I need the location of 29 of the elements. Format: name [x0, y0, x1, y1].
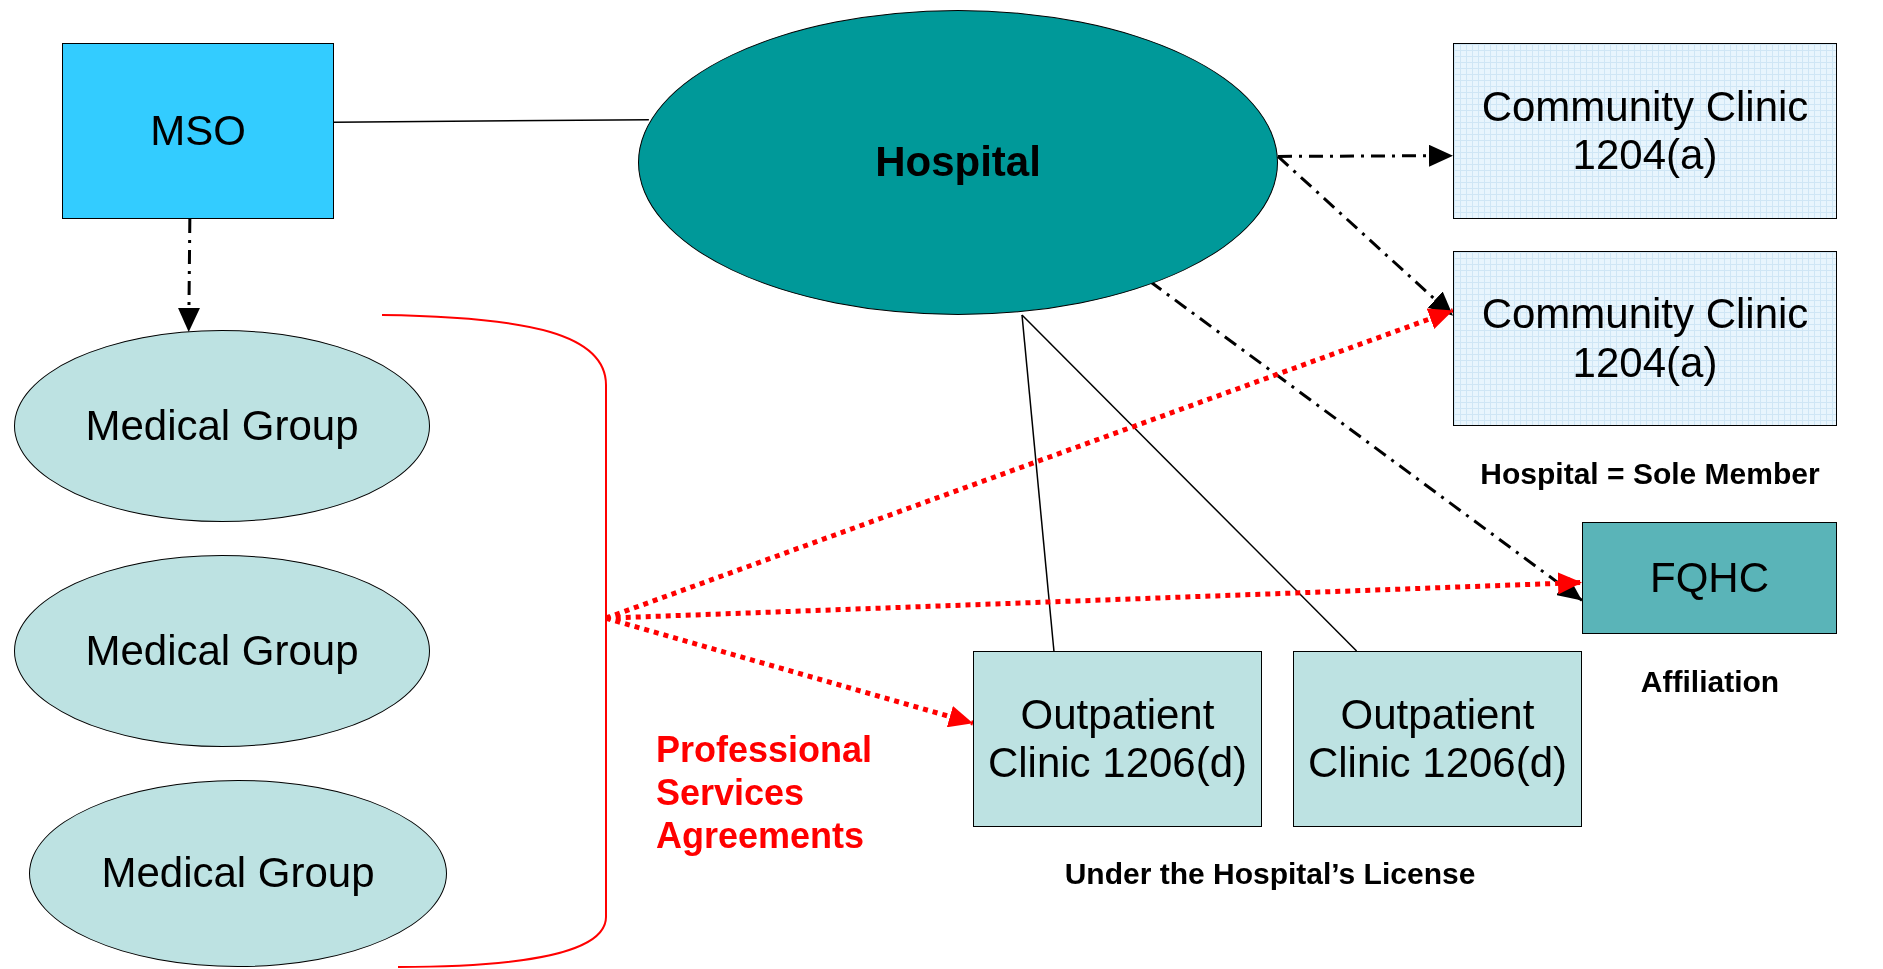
process-box [62, 43, 334, 219]
node-label: MSO [150, 106, 246, 156]
annotation-text: Professional Services Agreements [656, 728, 874, 858]
process-box [1453, 43, 1837, 219]
process-box [1453, 251, 1837, 426]
bracket [382, 315, 608, 967]
process-box [973, 651, 1262, 827]
node-label: Medical Group [85, 626, 359, 676]
process-box [1293, 651, 1582, 827]
arrow [1278, 144, 1453, 167]
node-label: Outpatient Clinic 1206(d) [986, 690, 1249, 788]
connector-line [1021, 314, 1055, 652]
process-box [1582, 522, 1837, 634]
annotation-text: Hospital = Sole Member [1479, 456, 1821, 492]
arrow [177, 219, 200, 332]
arrow [605, 615, 974, 728]
arrow [1149, 280, 1583, 602]
node-label: Community Clinic 1204(a) [1480, 82, 1810, 180]
connector-line [333, 119, 650, 123]
connector-line [1021, 314, 1358, 652]
annotation-text: Under the Hospital’s License [1063, 856, 1477, 892]
node-label: Medical Group [101, 849, 375, 898]
node-label: FQHC [1650, 553, 1769, 603]
node-label: Medical Group [85, 401, 359, 451]
node-label: Hospital [875, 138, 1041, 187]
node-label: Community Clinic 1204(a) [1480, 290, 1810, 387]
node-label: Outpatient Clinic 1206(d) [1306, 690, 1569, 788]
arrow [1277, 155, 1454, 317]
annotation-text: Affiliation [1639, 664, 1781, 700]
